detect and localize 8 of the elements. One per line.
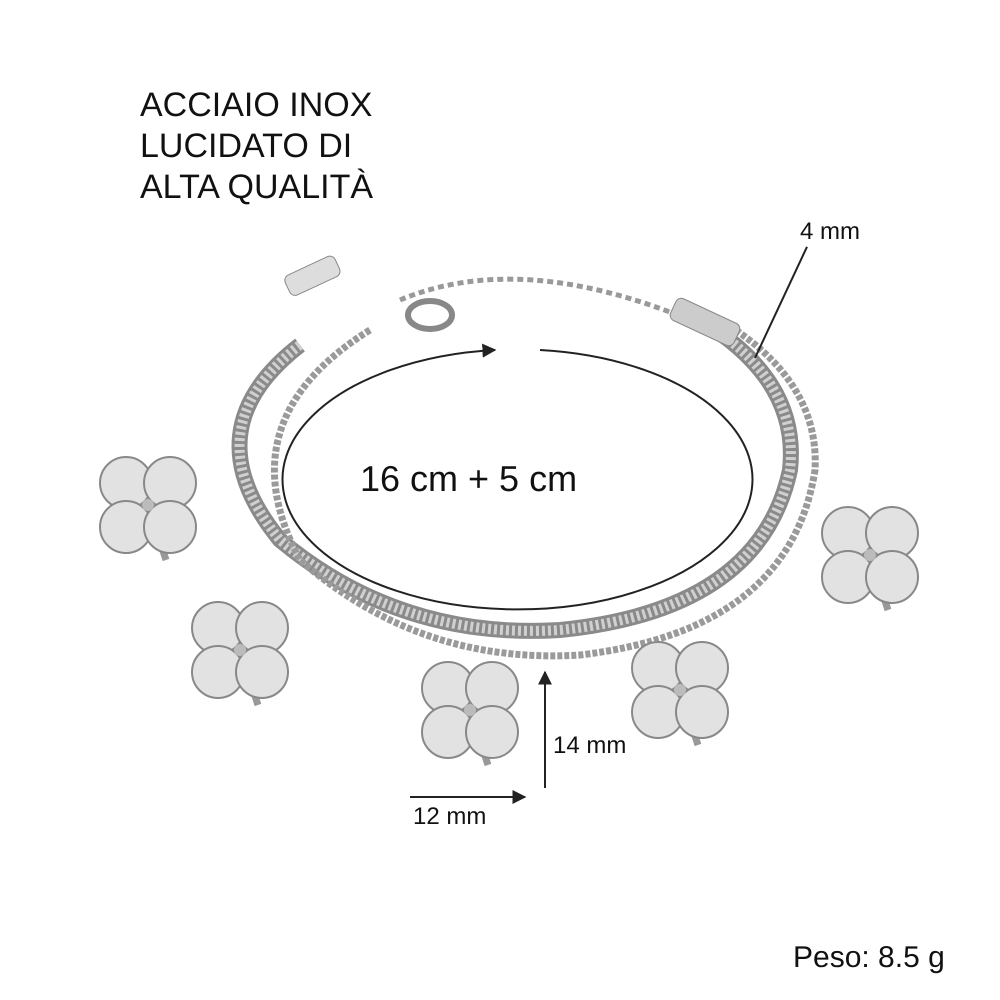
dimension-label: 14 mm bbox=[553, 732, 626, 761]
bracelet-drawing bbox=[99, 254, 919, 766]
dimension-label: 4 mm bbox=[800, 218, 860, 247]
weight-label: Peso: 8.5 g bbox=[793, 940, 945, 976]
leader-line bbox=[754, 246, 808, 358]
circumference-label: 16 cm + 5 cm bbox=[360, 457, 578, 500]
dimension-label: 12 mm bbox=[413, 803, 486, 832]
material-note: ACCIAIO INOX LUCIDATO DI ALTA QUALITÀ bbox=[140, 85, 374, 208]
